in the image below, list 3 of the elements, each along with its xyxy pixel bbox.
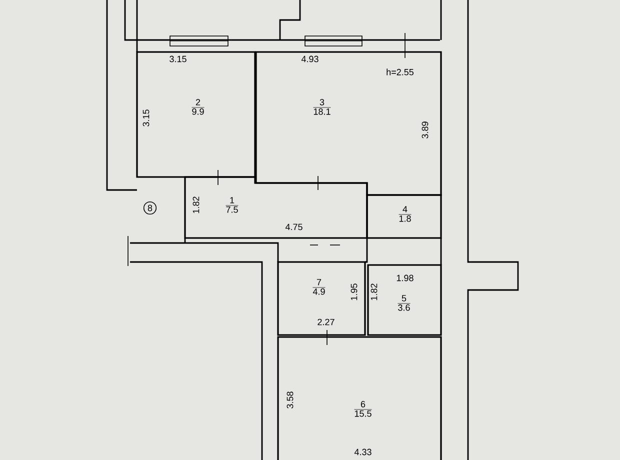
dimension-label: h=2.55 [385,68,415,76]
room: 4 1.8 [366,194,442,239]
circled-number: 8 [143,201,157,215]
